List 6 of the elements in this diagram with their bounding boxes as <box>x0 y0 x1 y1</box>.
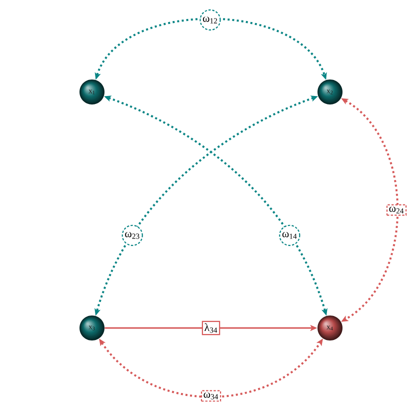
edge-label: ω$_{24}$ <box>386 204 407 216</box>
edge-label: ω$_{12}$ <box>200 9 221 31</box>
edge-label: ω$_{14}$ <box>279 224 300 246</box>
edge-label: λ$_{34}$ <box>202 320 220 336</box>
edge-label: ω$_{34}$ <box>200 390 222 402</box>
edge-label: ω$_{23}$ <box>122 224 143 246</box>
